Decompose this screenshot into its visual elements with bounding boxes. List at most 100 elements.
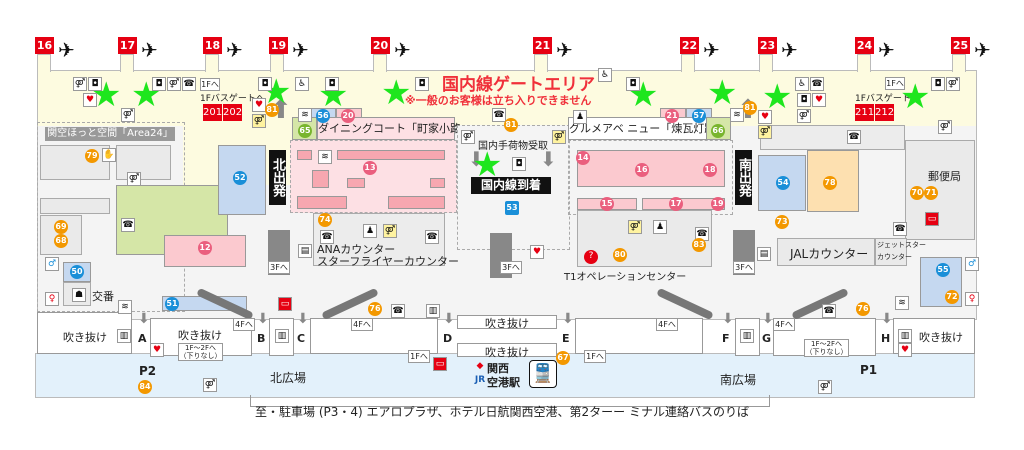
domestic-arrival[interactable]: 国内線到着 [471,177,551,194]
nursing-room-icon: ◘ [88,77,102,91]
atrium-label: 吹き抜け [485,317,529,330]
t1-operation-center[interactable] [577,210,712,267]
bus-gate-212[interactable]: 212 [875,104,894,121]
smoking-icon: ≋ [895,296,909,310]
ana-counter[interactable] [313,213,445,266]
marker-67[interactable]: 67 [556,351,570,365]
gate-24[interactable]: 24 [855,37,874,54]
to-1f-sign: 1Fへ [584,350,606,363]
to-1f-2f-sign-right: 1F～2Fへ（下りなし） [804,339,849,357]
to-1f-bus-gate-right: 1Fバスゲートへ [855,94,920,104]
ana-counter-label: ANAカウンター [317,243,396,256]
marker-71[interactable]: 71 [924,186,938,200]
marker-76[interactable]: 76 [856,302,870,316]
jetstar-counter-label: カウンター [877,253,912,261]
restroom-icon: ⚤ [797,109,811,123]
marker-17[interactable]: 17 [669,197,683,211]
jetstar-counter[interactable] [875,238,907,266]
bus-gate-202[interactable]: 202 [223,104,242,121]
marker-51[interactable]: 51 [165,297,179,311]
marker-74[interactable]: 74 [318,213,332,227]
gate-22[interactable]: 22 [680,37,699,54]
marker-57[interactable]: 57 [692,109,706,123]
map-shape [205,54,219,72]
marker-53[interactable]: 53 [505,201,519,215]
gate-20[interactable]: 20 [371,37,390,54]
train-icon[interactable]: 🚆 [529,360,557,388]
gate-23[interactable]: 23 [758,37,777,54]
phone-icon: ☎ [492,108,506,122]
gate-19[interactable]: 19 [269,37,288,54]
marker-76[interactable]: 76 [368,302,382,316]
womens-restroom-icon: ♀ [45,292,59,306]
marker-56[interactable]: 56 [316,109,330,123]
marker-72[interactable]: 72 [945,290,959,304]
entrance-d[interactable]: D [443,332,453,345]
marker-16[interactable]: 16 [635,163,649,177]
entrance-e[interactable]: E [562,332,570,345]
entrance-h[interactable]: H [881,332,891,345]
marker-78[interactable]: 78 [823,176,837,190]
to-1f-bus-gate-left: 1Fバスゲートへ [200,94,265,104]
gate-17[interactable]: 17 [118,37,137,54]
marker-19[interactable]: 19 [711,197,725,211]
entrance-b[interactable]: B [257,332,266,345]
marker-84[interactable]: 84 [138,380,152,394]
south-departure[interactable]: 南出発 [735,150,752,205]
entrance-g[interactable]: G [762,332,772,345]
marker-21[interactable]: 21 [665,109,679,123]
arrow-down-icon: ⬇ [443,311,455,327]
marker-54[interactable]: 54 [776,176,790,190]
north-departure[interactable]: 北出発 [269,150,286,205]
marker-79[interactable]: 79 [85,149,99,163]
marker-80[interactable]: 80 [613,248,627,262]
gate-area-notice: ※一般のお客様は立ち入りできません [405,94,592,107]
to-3f-sign: 3Fへ [500,261,522,274]
marker-65[interactable]: 65 [298,124,312,138]
marker-70[interactable]: 70 [910,186,924,200]
gate-18[interactable]: 18 [203,37,222,54]
marker-81[interactable]: 81 [743,101,757,115]
marker-73[interactable]: 73 [775,215,789,229]
gourmet-avenue-label[interactable]: グルメアベ ニュー「煉瓦灯路」 [568,117,726,140]
map-shape [116,145,171,180]
starflyer-counter-label: スターフライヤーカウンター [317,255,460,268]
entrance-c[interactable]: C [297,332,306,345]
marker-69[interactable]: 69 [54,220,68,234]
star-icon: ★ [707,73,738,113]
marker-14[interactable]: 14 [576,151,590,165]
entrance-f[interactable]: F [722,332,730,345]
gate-25[interactable]: 25 [951,37,970,54]
restroom-icon: ⚤ [628,220,642,234]
entrance-a[interactable]: A [138,332,147,345]
marker-52[interactable]: 52 [233,171,247,185]
parking-p1[interactable]: P1 [860,363,878,377]
marker-81[interactable]: 81 [504,118,518,132]
marker-13[interactable]: 13 [363,161,377,175]
gate-area-title: 国内線ゲートエリア [442,75,595,95]
station-label: 空港駅 [487,376,520,389]
smoking-icon: ≋ [298,108,312,122]
marker-66[interactable]: 66 [711,124,725,138]
aed-icon: ♥ [150,343,164,357]
to-1f-sign: 1Fへ [885,77,905,90]
bus-gate-211[interactable]: 211 [855,104,874,121]
dining-court-label[interactable]: ダイニングコート「町家小路」 [317,117,472,140]
marker-20[interactable]: 20 [341,109,355,123]
bus-gate-201[interactable]: 201 [203,104,222,121]
marker-68[interactable]: 68 [54,234,68,248]
jal-counter[interactable] [777,238,875,266]
map-shape [457,315,557,329]
marker-50[interactable]: 50 [70,265,84,279]
marker-15[interactable]: 15 [600,197,614,211]
gate-21[interactable]: 21 [533,37,552,54]
marker-81[interactable]: 81 [265,103,279,117]
marker-18[interactable]: 18 [703,163,717,177]
parking-p2[interactable]: P2 [139,364,157,378]
marker-55[interactable]: 55 [936,263,950,277]
gate-16[interactable]: 16 [35,37,54,54]
airplane-icon: ✈ [292,38,309,62]
map-shape [40,145,110,180]
marker-83[interactable]: 83 [692,238,706,252]
marker-12[interactable]: 12 [198,241,212,255]
